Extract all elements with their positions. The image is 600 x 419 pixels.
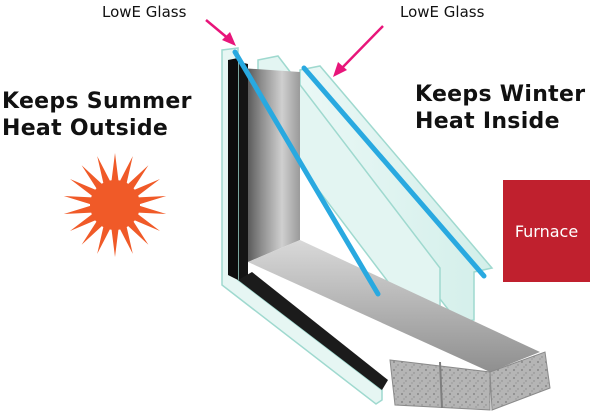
- summer-heading-line2: Heat Outside: [2, 116, 169, 141]
- spacer-frame: [240, 68, 300, 262]
- furnace-box: Furnace: [503, 180, 590, 282]
- summer-heading-line1: Keeps Summer: [2, 89, 192, 114]
- lowe-glass-label-right: LowE Glass: [400, 3, 485, 21]
- arrow-icon: [205, 19, 236, 46]
- winter-heading-line1: Keeps Winter: [415, 82, 586, 107]
- lowe-glass-label-left: LowE Glass: [102, 3, 187, 21]
- sun-icon: [63, 153, 167, 257]
- outer-pane-bottom: [238, 272, 388, 390]
- sill-top: [248, 240, 540, 372]
- sill-front-right: [489, 351, 551, 411]
- sill-divider: [439, 361, 443, 409]
- lowe-coating-inner: [301, 65, 487, 279]
- sun-core: [90, 180, 140, 230]
- winter-heading-line2: Heat Inside: [415, 109, 560, 134]
- lowe-coating-outer: [232, 49, 381, 297]
- outer-pane-dark-edge: [228, 58, 238, 280]
- furnace-label: Furnace: [514, 221, 579, 241]
- arrow-icon: [333, 25, 384, 77]
